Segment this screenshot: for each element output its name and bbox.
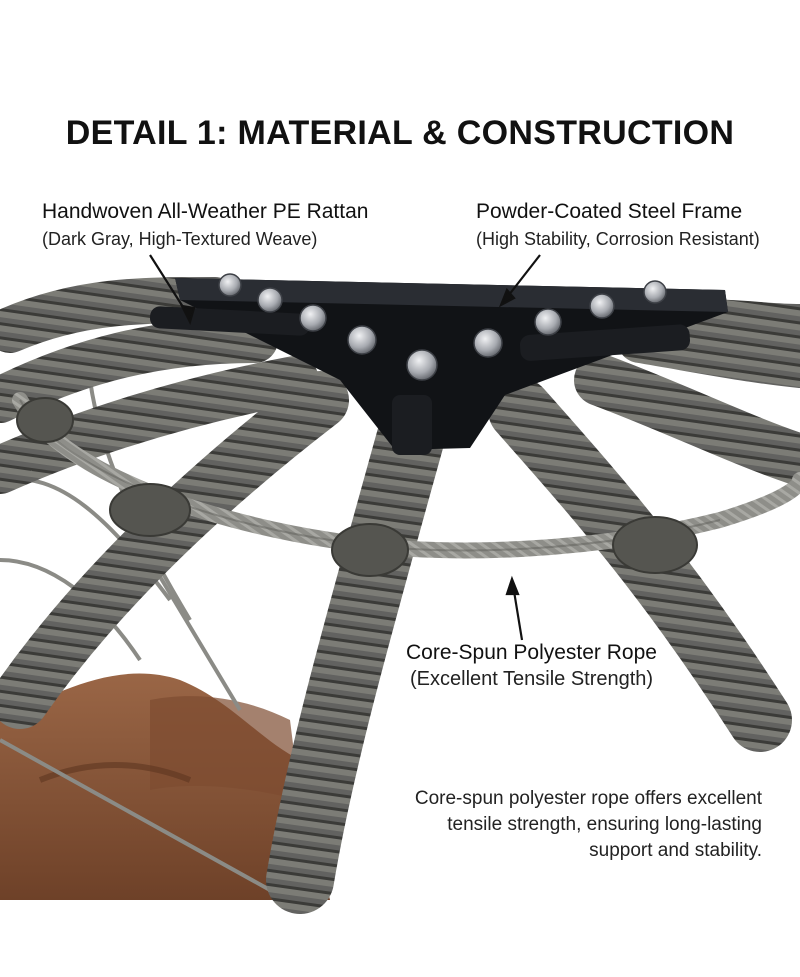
rope-callout-title: Core-Spun Polyester Rope <box>406 641 657 664</box>
steel-frame-plate <box>149 278 728 455</box>
callout-arrows <box>149 254 541 641</box>
frame-callout-subtitle: (High Stability, Corrosion Resistant) <box>476 229 760 249</box>
bolts <box>218 273 667 381</box>
rattan-callout-title: Handwoven All-Weather PE Rattan <box>42 200 369 223</box>
rope-callout-subtitle: (Excellent Tensile Strength) <box>410 668 654 690</box>
frame-callout-title: Powder-Coated Steel Frame <box>476 200 743 223</box>
rattan-callout-subtitle: (Dark Gray, High-Textured Weave) <box>42 229 318 249</box>
page-title: DETAIL 1: MATERIAL & CONSTRUCTION <box>65 114 735 152</box>
rope-bindings <box>16 397 698 577</box>
cushion <box>0 673 330 900</box>
rope-description: Core-spun polyester rope offers excellen… <box>414 788 762 861</box>
